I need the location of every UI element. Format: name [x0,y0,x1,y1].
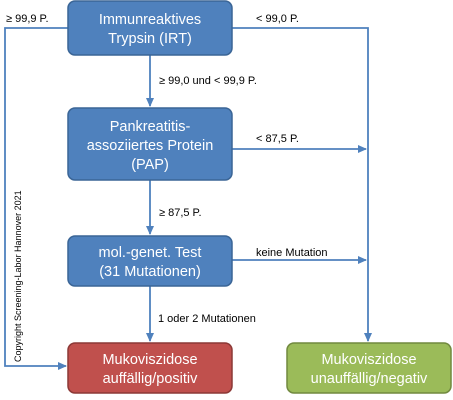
pap-box-line2: assoziiertes Protein [87,138,214,154]
genetic-test-box-line1: mol.-genet. Test [99,245,202,261]
pap-box-line3: (PAP) [131,157,169,173]
genetic-test-box: mol.-genet. Test (31 Mutationen) [67,235,233,287]
label-pap-low: < 87,5 P. [256,133,299,145]
label-irt-mid: ≥ 99,0 und < 99,9 P. [159,75,257,87]
genetic-test-box-line2: (31 Mutationen) [99,264,201,280]
irt-box: Immunreaktives Trypsin (IRT) [67,0,233,56]
arrow-irt-low-to-negative [232,27,372,342]
arrow-irt-high-to-positive [4,27,68,370]
label-no-mutation: keine Mutation [256,247,328,259]
positive-result-line1: Mukoviszidose [102,352,197,368]
label-irt-low: < 99,0 P. [256,13,299,25]
pap-box-line1: Pankreatitis- [110,119,191,135]
connectors [4,27,372,370]
irt-box-line2: Trypsin (IRT) [108,31,192,47]
positive-result-box: Mukoviszidose auffällig/positiv [67,342,233,394]
label-mutation: 1 oder 2 Mutationen [158,313,256,325]
copyright-text: Copyright Screening-Labor Hannover 2021 [13,190,23,362]
positive-result-line2: auffällig/positiv [103,371,199,387]
label-irt-high: ≥ 99,9 P. [6,13,49,25]
irt-box-line1: Immunreaktives [99,12,201,28]
pap-box: Pankreatitis- assoziiertes Protein (PAP) [67,107,233,181]
label-pap-high: ≥ 87,5 P. [159,207,202,219]
negative-result-line2: unauffällig/negativ [311,371,428,387]
negative-result-line1: Mukoviszidose [321,352,416,368]
negative-result-box: Mukoviszidose unauffällig/negativ [286,342,452,394]
